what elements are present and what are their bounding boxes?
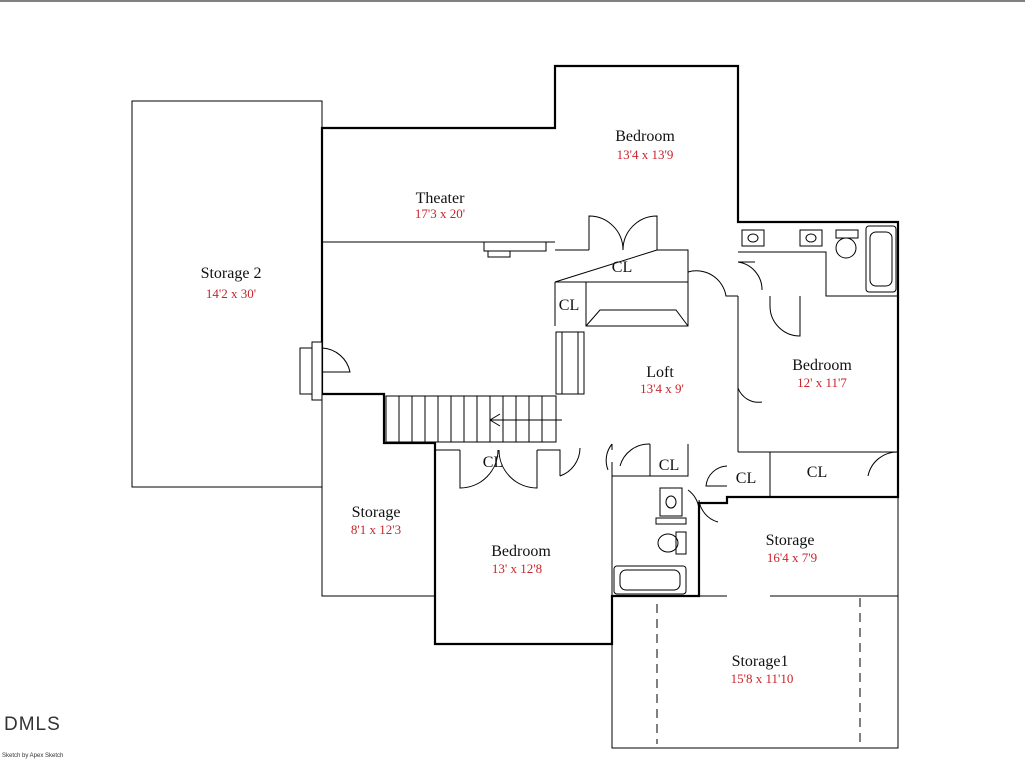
storage2-outline [131,100,435,597]
loft-door-top [687,270,738,297]
loft-door-right [737,387,763,403]
toilet-bottom-tank [675,531,687,555]
bath-top-outline [738,251,898,297]
bedroom-top-dims: 13'4 x 13'9 [617,147,674,162]
storage2-name: Storage 2 [201,265,262,282]
storage1-outline [611,596,899,749]
closet-label-6: CL [807,464,827,481]
toilet-tank [835,229,859,239]
storage-small-name: Storage [352,504,401,521]
loft-dims: 13'4 x 9' [640,381,684,396]
bedroom-bottom-name: Bedroom [491,543,551,560]
storage-mid-dims: 16'4 x 7'9 [767,550,817,565]
dmls-logo: DMLS [4,714,61,735]
bedroom-right-name: Bedroom [792,357,852,374]
bath-bottom-outline [611,444,689,596]
storage-small-dims: 8'1 x 12'3 [351,522,401,537]
sink-2 [799,229,823,247]
bathtub-top [865,225,897,293]
closet-label-2: CL [559,297,579,314]
storage-mid-name: Storage [766,532,815,549]
closet-label-4: CL [659,457,679,474]
closet-label-5: CL [736,470,756,487]
sink-bottom [659,487,683,517]
storage1-dims: 15'8 x 11'10 [731,671,794,686]
storage2-door [321,347,351,373]
exterior-wall [320,64,900,646]
theater-name: Theater [416,190,466,207]
storage2-dims: 14'2 x 30' [206,286,256,301]
staircase [385,395,562,443]
sketch-credit: Sketch by Apex Sketch [2,753,64,759]
toilet-bottom [657,533,679,553]
bedroom-top-name: Bedroom [615,128,675,145]
bathtub-bottom [613,565,687,595]
closet-label-1: CL [612,259,632,276]
bedroom-bottom-dims: 13' x 12'8 [492,561,542,576]
stair-rail [555,331,585,395]
sink-1 [741,229,765,247]
hall-closet [585,282,689,327]
theater-dims: 17'3 x 20' [415,206,465,221]
closet-label-3: CL [483,454,503,471]
toilet [835,237,857,259]
bedroom-right-door [769,296,801,337]
bedroom-right-dims: 12' x 11'7 [797,375,847,390]
bottom-bedroom-closet [435,449,561,476]
closet-door-lower [705,465,728,487]
storage1-name: Storage1 [732,653,789,670]
fireplace [483,241,547,252]
loft-name: Loft [646,364,674,381]
